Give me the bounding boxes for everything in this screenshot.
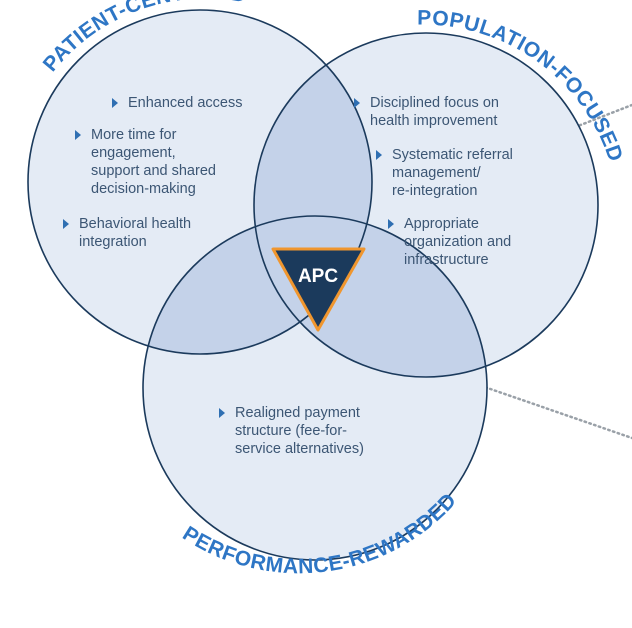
overlap-patient-performance xyxy=(143,216,372,354)
bullet-arrow-icon xyxy=(376,150,382,160)
bullet-arrow-icon xyxy=(219,408,225,418)
list-item: Systematic referral management/ re-integ… xyxy=(376,146,576,200)
bullet-arrow-icon xyxy=(75,130,81,140)
list-item: Appropriate organization and infrastruct… xyxy=(388,215,588,269)
bullet-arrow-icon xyxy=(354,98,360,108)
performance-rewarded-outline xyxy=(142,215,488,561)
list-item: More time for engagement, support and sh… xyxy=(75,126,275,198)
overlap-population-performance xyxy=(254,216,487,377)
list-item: Enhanced access xyxy=(112,94,312,112)
list-item: Behavioral health integration xyxy=(63,215,263,251)
apc-label: APC xyxy=(298,266,338,287)
patient-centered-outline xyxy=(27,9,373,355)
list-item: Disciplined focus on health improvement xyxy=(354,94,574,130)
bullet-arrow-icon xyxy=(63,219,69,229)
population-focused-outline xyxy=(253,32,599,378)
bullet-arrow-icon xyxy=(112,98,118,108)
bullet-arrow-icon xyxy=(388,219,394,229)
apc-badge xyxy=(271,247,366,332)
list-item: Realigned payment structure (fee-for- se… xyxy=(219,404,419,458)
